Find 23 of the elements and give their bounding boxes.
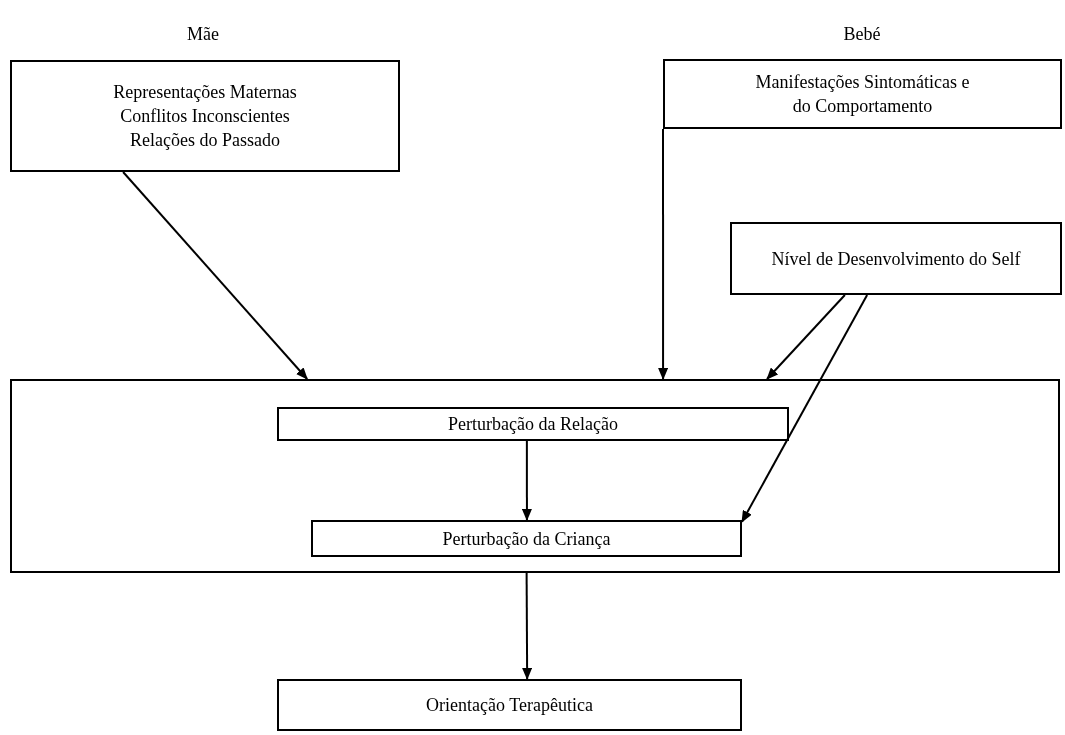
- arrow: [766, 294, 846, 380]
- box-text: Orientação Terapêutica: [425, 694, 594, 717]
- box-text: Perturbação da Relação: [447, 413, 619, 436]
- process-box: [277, 407, 789, 441]
- process-box: [10, 60, 400, 172]
- process-box: [730, 222, 1062, 295]
- arrow: [658, 128, 669, 380]
- process-box: [311, 520, 742, 557]
- box-text: Nível de Desenvolvimento do Self: [770, 247, 1022, 271]
- process-box: [277, 679, 742, 731]
- box-text: Manifestações Sintomáticas e do Comportamento: [754, 71, 971, 118]
- box-text: Representações Maternas: [112, 81, 298, 104]
- box-text: Conflitos Inconscientes: [119, 105, 291, 128]
- arrow: [522, 572, 533, 680]
- group-box: [10, 379, 1060, 573]
- arrow: [741, 294, 869, 523]
- column-heading: Mãe: [187, 23, 219, 46]
- arrow: [521, 440, 532, 521]
- box-text: Perturbação da Criança: [441, 527, 612, 551]
- box-text: Relações do Passado: [129, 129, 281, 152]
- process-box: [663, 59, 1062, 129]
- column-heading: Bebé: [843, 23, 881, 46]
- arrow: [122, 171, 309, 380]
